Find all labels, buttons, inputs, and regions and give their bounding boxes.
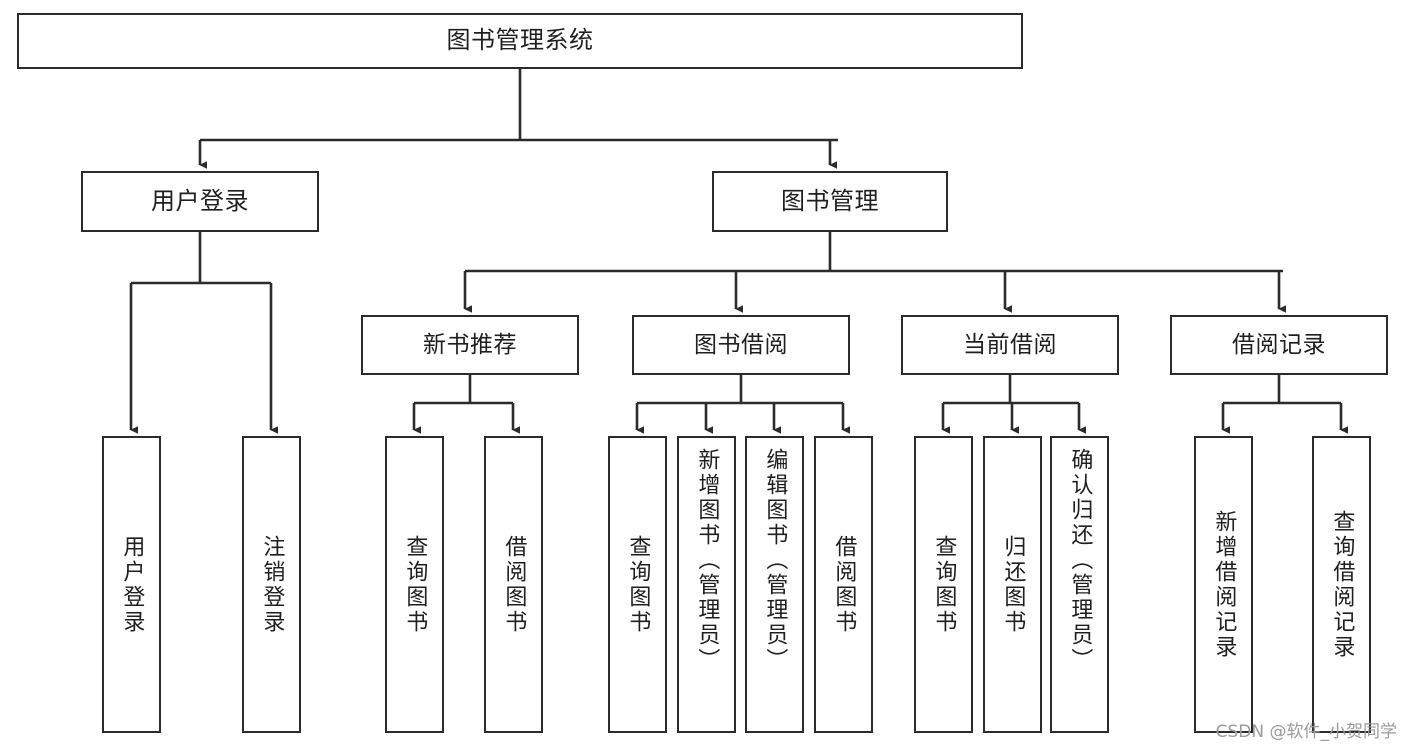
node-book-management[interactable]: 图书管理 — [712, 171, 948, 232]
node-book-borrow[interactable]: 图书借阅 — [632, 315, 850, 375]
node-leaf-logout-login-label: 注销登录 — [259, 534, 285, 635]
node-leaf-user-login-label: 用户登录 — [119, 534, 145, 635]
node-leaf-borrow-book-1-label: 借阅图书 — [501, 534, 527, 635]
node-leaf-add-book-admin[interactable]: 新增图书（管理员） — [677, 436, 736, 733]
node-borrow-record[interactable]: 借阅记录 — [1170, 315, 1388, 375]
node-leaf-query-book-1[interactable]: 查询图书 — [385, 436, 444, 733]
node-book-borrow-label: 图书借阅 — [694, 331, 788, 358]
node-leaf-add-borrow-record-label: 新增借阅记录 — [1211, 509, 1237, 660]
node-borrow-record-label: 借阅记录 — [1232, 331, 1326, 358]
node-leaf-borrow-book-2[interactable]: 借阅图书 — [814, 436, 873, 733]
node-leaf-query-book-2-label: 查询图书 — [625, 534, 651, 635]
node-root-label: 图书管理系统 — [446, 26, 594, 55]
node-leaf-query-book-1-label: 查询图书 — [402, 534, 428, 635]
node-leaf-confirm-return-admin[interactable]: 确认归还（管理员） — [1050, 436, 1109, 733]
node-leaf-edit-book-admin-label: 编辑图书（管理员） — [762, 448, 788, 673]
node-leaf-user-login[interactable]: 用户登录 — [102, 436, 161, 733]
node-leaf-logout-login[interactable]: 注销登录 — [242, 436, 301, 733]
node-user-login[interactable]: 用户登录 — [81, 171, 319, 232]
node-leaf-edit-book-admin[interactable]: 编辑图书（管理员） — [745, 436, 804, 733]
csdn-watermark: CSDN @软件_小贺同学 — [1215, 722, 1397, 742]
node-leaf-query-book-3[interactable]: 查询图书 — [914, 436, 973, 733]
node-leaf-borrow-book-1[interactable]: 借阅图书 — [484, 436, 543, 733]
node-book-management-label: 图书管理 — [781, 186, 879, 215]
node-leaf-return-book[interactable]: 归还图书 — [983, 436, 1042, 733]
node-root[interactable]: 图书管理系统 — [17, 13, 1023, 69]
node-user-login-label: 用户登录 — [151, 186, 249, 215]
node-current-borrow-label: 当前借阅 — [963, 331, 1057, 358]
node-leaf-return-book-label: 归还图书 — [1000, 534, 1026, 635]
node-leaf-query-borrow-record[interactable]: 查询借阅记录 — [1312, 436, 1371, 733]
node-current-borrow[interactable]: 当前借阅 — [901, 315, 1119, 375]
node-leaf-borrow-book-2-label: 借阅图书 — [831, 534, 857, 635]
node-leaf-query-book-2[interactable]: 查询图书 — [608, 436, 667, 733]
node-leaf-add-book-admin-label: 新增图书（管理员） — [694, 448, 720, 673]
node-new-book-recommend[interactable]: 新书推荐 — [361, 315, 579, 375]
node-new-book-recommend-label: 新书推荐 — [423, 331, 517, 358]
node-leaf-query-borrow-record-label: 查询借阅记录 — [1329, 509, 1355, 660]
node-leaf-query-book-3-label: 查询图书 — [931, 534, 957, 635]
node-leaf-confirm-return-admin-label: 确认归还（管理员） — [1067, 448, 1093, 673]
node-leaf-add-borrow-record[interactable]: 新增借阅记录 — [1194, 436, 1253, 733]
